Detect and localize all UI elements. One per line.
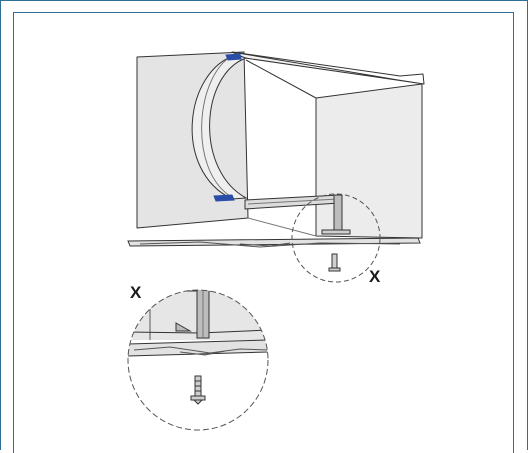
ceiling-plate: [127, 237, 421, 248]
curved-collar: [191, 53, 248, 202]
screw-small: [328, 253, 341, 272]
back-panel: [315, 83, 423, 239]
top-lip: [231, 51, 425, 85]
box-housing: [136, 51, 425, 239]
detail-label-main: X: [369, 267, 381, 286]
detail-label-zoom: X: [130, 283, 142, 302]
figure-inner-border: [13, 12, 514, 453]
hanger-bracket-main: [321, 194, 351, 235]
accent-clip-top: [225, 53, 242, 61]
screw-large: [190, 375, 206, 405]
accent-clip-bottom: [213, 194, 235, 202]
detail-zoom: [127, 289, 269, 431]
detail-circle-small: [291, 193, 381, 283]
